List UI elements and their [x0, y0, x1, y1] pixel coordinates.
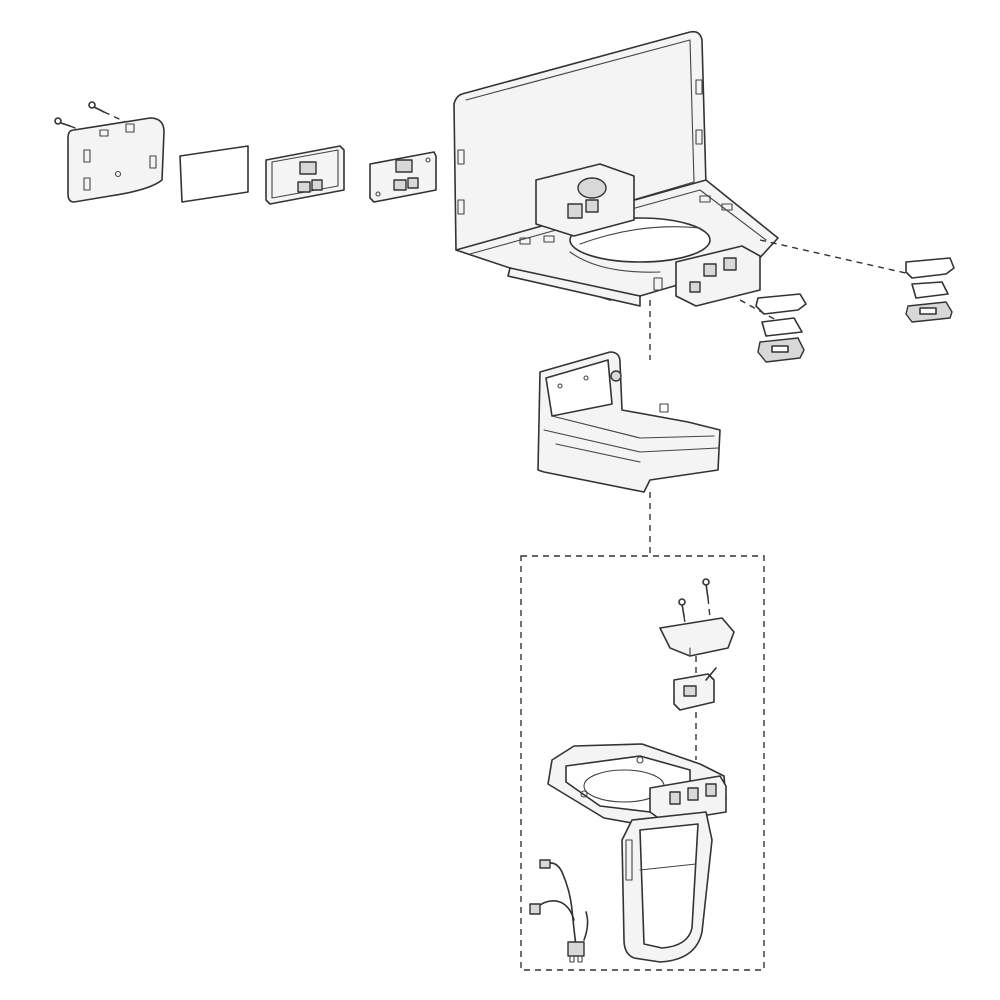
wire-harness	[529, 859, 589, 963]
leader-line	[739, 299, 777, 321]
micro-switch	[673, 667, 717, 711]
dispenser-board	[369, 151, 437, 203]
screw-icon	[54, 101, 131, 135]
dispenser-lever	[621, 811, 713, 963]
screw-icon	[678, 578, 711, 631]
lamp-cover-left	[755, 293, 807, 363]
switch-cover	[659, 617, 735, 657]
dispenser-housing	[453, 30, 779, 307]
drip-tray	[537, 351, 721, 493]
leader-line	[759, 239, 911, 275]
control-panel-cover	[67, 117, 165, 203]
lamp-cover-right	[905, 257, 955, 323]
dispenser-assembly-group	[520, 555, 765, 971]
label-sheet	[179, 145, 249, 203]
control-board	[265, 145, 345, 205]
ice-chute	[547, 743, 727, 829]
